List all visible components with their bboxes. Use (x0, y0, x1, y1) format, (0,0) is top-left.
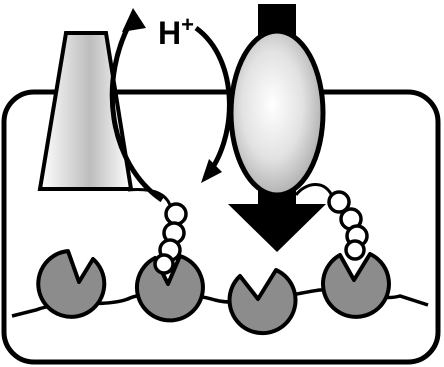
enzyme-1 (36, 249, 107, 319)
arrow-down-head (201, 159, 222, 183)
proton-label: H+ (158, 12, 194, 51)
enzyme-4 (321, 252, 391, 319)
oval-vesicle (228, 28, 326, 198)
bead-linker-left (153, 202, 188, 275)
transporter-tether (127, 188, 172, 206)
bead-linker-right (327, 190, 369, 261)
enzyme-2 (134, 254, 205, 323)
arrow-up-head (122, 8, 146, 32)
curved-proton-arrows (109, 8, 232, 203)
enzyme-3 (227, 268, 298, 336)
